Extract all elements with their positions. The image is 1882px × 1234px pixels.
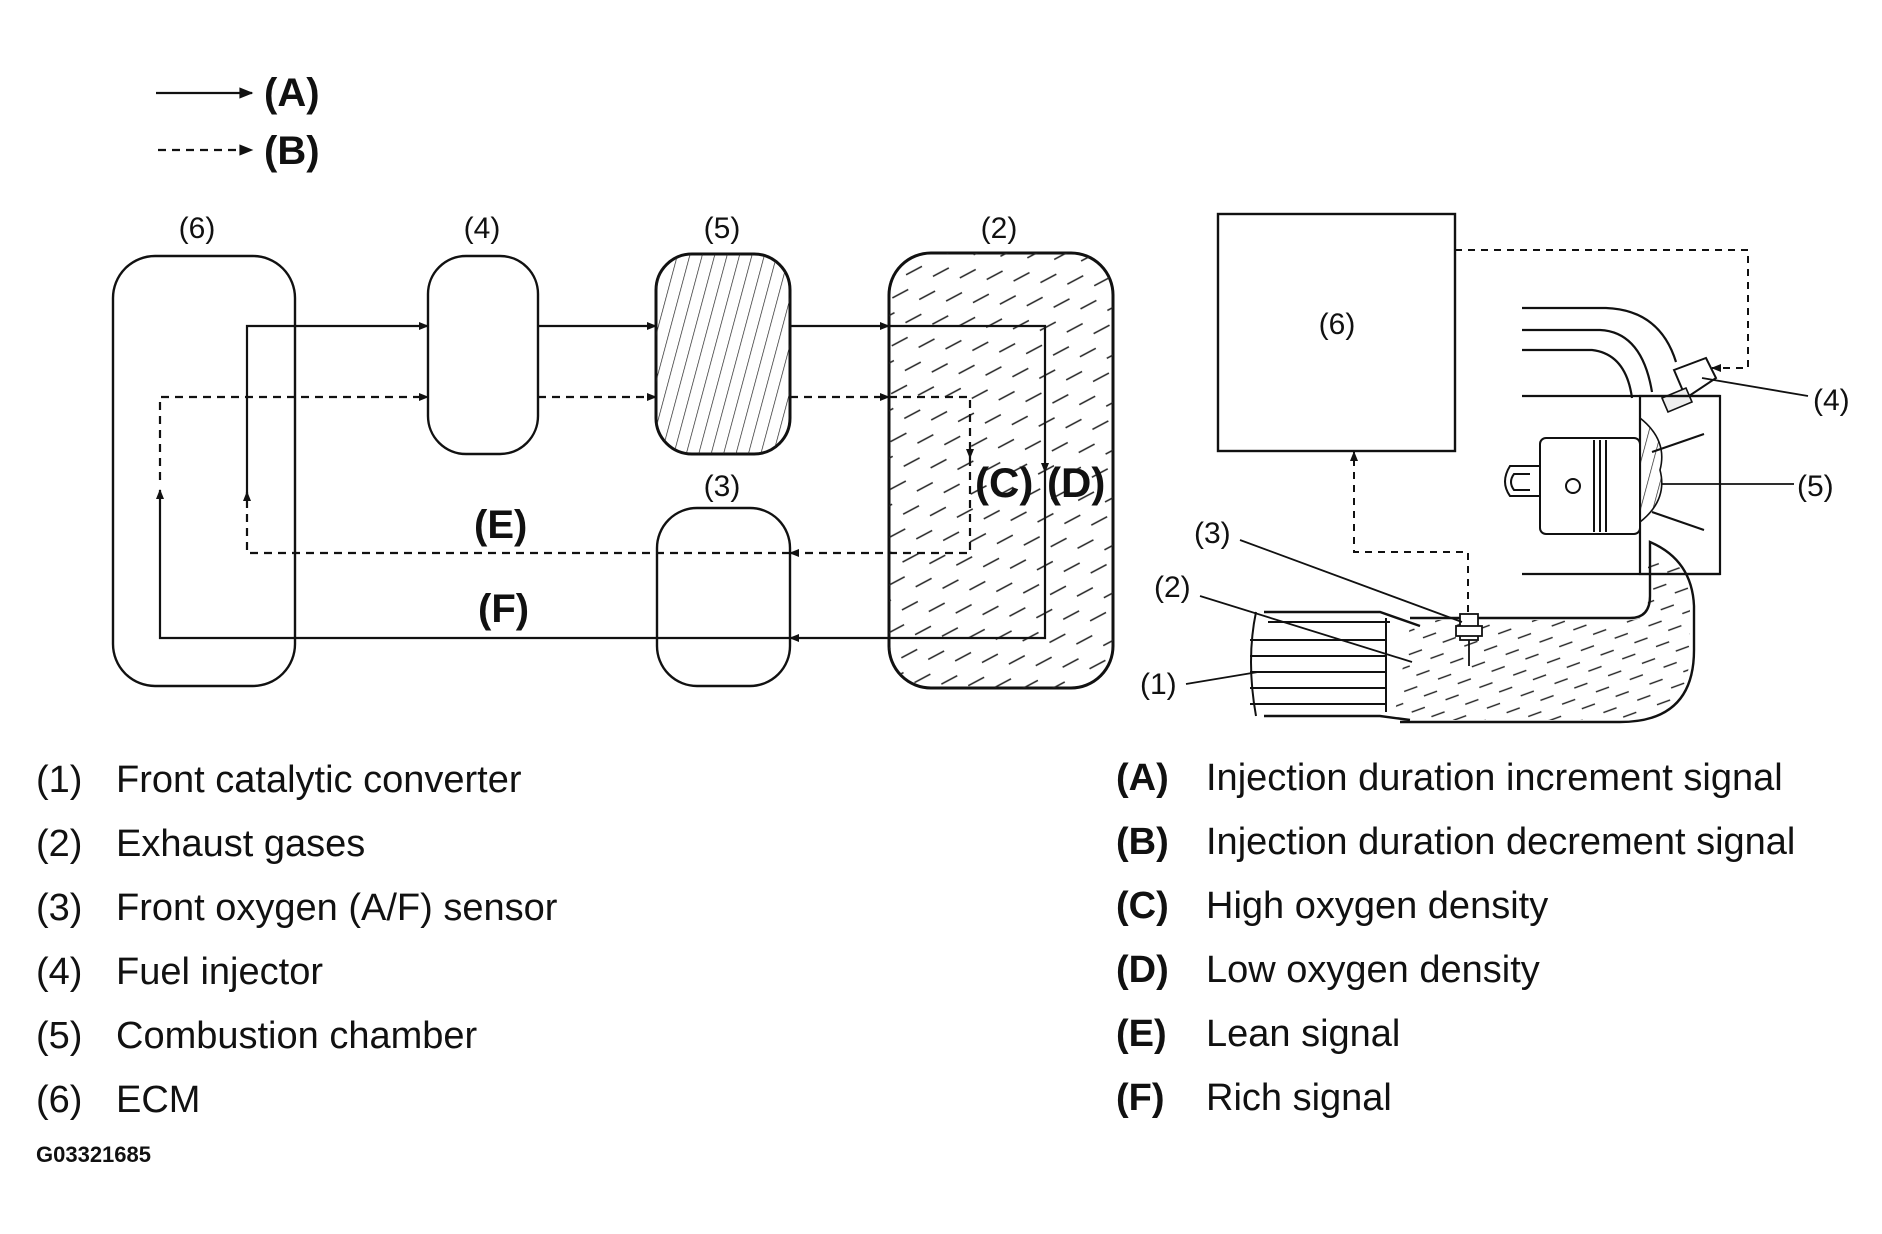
flow-label-c: (C) xyxy=(975,459,1033,506)
engine-illustration: (6) xyxy=(1140,212,1850,724)
block-oxygen-sensor xyxy=(655,506,792,688)
legend-row-3: (3) Front oxygen (A/F) sensor xyxy=(36,876,557,940)
legend-text: Exhaust gases xyxy=(116,823,366,865)
legend-row-b: (B) Injection duration decrement signal xyxy=(1116,810,1795,874)
legend-row-f: (F) Rich signal xyxy=(1116,1066,1795,1130)
legend-num: (2) xyxy=(36,823,83,865)
callout-4: (4) xyxy=(1813,384,1850,417)
legend-text: ECM xyxy=(116,1079,201,1121)
callout-3: (3) xyxy=(1194,517,1231,550)
legend-num: (1) xyxy=(36,759,83,801)
callout-1: (1) xyxy=(1140,668,1177,701)
ecm-injector-line xyxy=(1455,249,1749,372)
legend-text: Combustion chamber xyxy=(116,1015,478,1057)
block-combustion-chamber-hatch xyxy=(656,254,790,454)
callout-leaders xyxy=(1185,377,1809,685)
legend-num: (C) xyxy=(1116,885,1169,927)
block-exhaust-gases-hatch xyxy=(889,253,1113,688)
legend-num: (F) xyxy=(1116,1077,1165,1119)
block-label-ecm: (6) xyxy=(179,212,216,245)
legend-num: (D) xyxy=(1116,949,1169,991)
legend-row-5: (5) Combustion chamber xyxy=(36,1004,557,1068)
flow-label-d: (D) xyxy=(1047,459,1105,506)
legend-num: (5) xyxy=(36,1015,83,1057)
block-label-chamber: (5) xyxy=(704,212,741,245)
oxygen-sensor-icon xyxy=(1455,613,1483,666)
dashed-signal-path xyxy=(158,393,974,557)
block-label-injector: (4) xyxy=(464,212,501,245)
legend-text: Injection duration increment signal xyxy=(1206,757,1783,799)
callout-5: (5) xyxy=(1797,470,1834,503)
legend-row-e: (E) Lean signal xyxy=(1116,1002,1795,1066)
block-fuel-injector xyxy=(426,254,540,456)
callout-2: (2) xyxy=(1154,571,1191,604)
signal-legend: (A) Injection duration increment signal (… xyxy=(1116,746,1795,1130)
legend-text: Front oxygen (A/F) sensor xyxy=(116,887,558,929)
legend-num: (E) xyxy=(1116,1013,1167,1055)
legend-num: (B) xyxy=(1116,821,1169,863)
legend-text: Front catalytic converter xyxy=(116,759,522,801)
flow-label-f: (F) xyxy=(478,587,529,631)
intake-pipe xyxy=(1522,306,1678,399)
legend-text: Lean signal xyxy=(1206,1013,1401,1055)
catalytic-converter-icon xyxy=(1250,611,1390,717)
arrow-legend: (A) (B) xyxy=(156,71,320,173)
fuel-injector-icon xyxy=(1660,356,1718,414)
combustion-chamber-icon xyxy=(1639,416,1705,531)
legend-text: Fuel injector xyxy=(116,951,323,993)
legend-row-c: (C) High oxygen density xyxy=(1116,874,1795,938)
ecm-box xyxy=(1216,212,1457,453)
legend-row-4: (4) Fuel injector xyxy=(36,940,557,1004)
legend-row-d: (D) Low oxygen density xyxy=(1116,938,1795,1002)
piston-icon xyxy=(1504,437,1641,535)
legend-row-1: (1) Front catalytic converter xyxy=(36,748,557,812)
legend-row-2: (2) Exhaust gases xyxy=(36,812,557,876)
legend-row-6: (6) ECM xyxy=(36,1068,557,1132)
legend-text: Injection duration decrement signal xyxy=(1206,821,1796,863)
sensor-ecm-line xyxy=(1350,451,1469,612)
legend-num: (3) xyxy=(36,887,83,929)
legend-text: High oxygen density xyxy=(1206,885,1549,927)
figure-id: G03321685 xyxy=(36,1142,151,1167)
component-legend: (1) Front catalytic converter (2) Exhaust … xyxy=(36,748,557,1132)
legend-text: Rich signal xyxy=(1206,1077,1392,1119)
block-diagram: (6) (4) (5) (2) (3) (C) (D) (E) (F) xyxy=(111,212,1115,690)
block-label-exhaust: (2) xyxy=(981,212,1018,245)
legend-num: (4) xyxy=(36,951,83,993)
legend-num: (A) xyxy=(1116,757,1169,799)
ecm-box-label: (6) xyxy=(1319,308,1356,341)
exhaust-manifold xyxy=(1264,540,1696,724)
legend-row-a: (A) Injection duration increment signal xyxy=(1116,746,1795,810)
legend-num: (6) xyxy=(36,1079,83,1121)
block-ecm xyxy=(111,254,297,688)
solid-signal-path xyxy=(156,322,1049,642)
flow-label-e: (E) xyxy=(474,503,527,547)
legend-text: Low oxygen density xyxy=(1206,949,1540,991)
legend-b-label: (B) xyxy=(264,129,320,173)
block-label-sensor: (3) xyxy=(704,470,741,503)
legend-a-label: (A) xyxy=(264,71,320,115)
